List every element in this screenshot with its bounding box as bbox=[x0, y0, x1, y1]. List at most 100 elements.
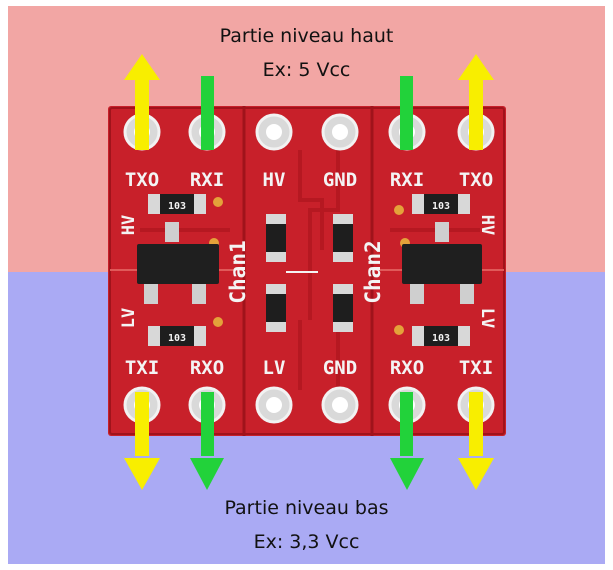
arrow-down-yellow-left bbox=[124, 392, 160, 490]
arrow-head bbox=[124, 458, 160, 490]
low-level-voltage: Ex: 3,3 Vcc bbox=[253, 531, 360, 553]
arrow-head bbox=[390, 458, 424, 490]
arrow-head bbox=[124, 54, 160, 80]
resistor-body bbox=[333, 294, 353, 322]
resistor-code: 103 bbox=[168, 333, 186, 344]
resistor-h-1: 103 bbox=[148, 194, 206, 214]
transistor-lead bbox=[460, 282, 474, 304]
pin-label-top-4: GND bbox=[323, 169, 357, 191]
side-label-hv-right: HV bbox=[477, 215, 497, 235]
transistor-lead bbox=[165, 222, 179, 242]
resistor-body bbox=[160, 194, 194, 214]
arrow-shaft bbox=[201, 392, 214, 456]
resistor-cap bbox=[333, 284, 353, 294]
top-pin-labels: TXO RXI HV GND RXI TXO bbox=[125, 169, 493, 191]
channel-label-2: Chan2 bbox=[361, 240, 385, 303]
resistor-h-3: 103 bbox=[412, 194, 470, 214]
resistor-cap bbox=[194, 194, 206, 214]
arrow-head bbox=[190, 458, 224, 490]
transistor-right bbox=[402, 222, 482, 304]
resistor-code: 103 bbox=[432, 201, 450, 212]
transistor-lead bbox=[410, 282, 424, 304]
resistor-cap bbox=[412, 326, 424, 346]
pad-hole bbox=[332, 397, 348, 413]
transistor-body bbox=[402, 244, 482, 284]
pin-label-top-3: HV bbox=[263, 169, 286, 191]
resistor-v-2 bbox=[333, 214, 353, 262]
pin-label-bottom-5: RXO bbox=[390, 357, 424, 379]
side-label-lv-right: LV bbox=[477, 308, 497, 328]
pcb-traces bbox=[140, 150, 480, 390]
resistor-cap bbox=[458, 194, 470, 214]
transistor-lead bbox=[435, 222, 449, 242]
resistor-cap bbox=[194, 326, 206, 346]
resistor-cap bbox=[458, 326, 470, 346]
arrow-up-yellow-right bbox=[458, 54, 494, 150]
pad-hole bbox=[266, 124, 282, 140]
pin-label-bottom-4: GND bbox=[323, 357, 357, 379]
resistor-cap bbox=[266, 284, 286, 294]
green-signal-top-left bbox=[201, 76, 214, 150]
resistor-cap bbox=[266, 252, 286, 262]
resistor-cap bbox=[333, 322, 353, 332]
resistor-body bbox=[333, 224, 353, 252]
resistor-cap bbox=[148, 194, 160, 214]
pin-label-bottom-1: TXI bbox=[125, 357, 159, 379]
via bbox=[213, 197, 223, 207]
arrow-up-yellow-left bbox=[124, 54, 160, 150]
side-label-lv-left: LV bbox=[119, 308, 139, 328]
arrow-head bbox=[458, 458, 494, 490]
transistor-left bbox=[137, 222, 219, 304]
resistor-body bbox=[424, 326, 458, 346]
arrow-shaft bbox=[135, 392, 149, 456]
resistor-cap bbox=[266, 322, 286, 332]
resistor-code: 103 bbox=[432, 333, 450, 344]
pin-label-bottom-2: RXO bbox=[190, 357, 224, 379]
transistor-lead bbox=[144, 282, 158, 304]
high-level-voltage: Ex: 5 Vcc bbox=[262, 59, 351, 81]
pad-hole bbox=[332, 124, 348, 140]
arrow-down-yellow-right bbox=[458, 392, 494, 490]
arrow-shaft bbox=[135, 78, 149, 150]
transistor-body bbox=[137, 244, 219, 284]
via bbox=[394, 205, 404, 215]
channel-label-1: Chan1 bbox=[226, 240, 250, 303]
resistor-body bbox=[266, 224, 286, 252]
resistor-v-1 bbox=[266, 214, 286, 262]
pin-label-bottom-3: LV bbox=[263, 357, 286, 379]
resistor-h-2: 103 bbox=[148, 326, 206, 346]
via bbox=[394, 325, 404, 335]
arrow-shaft bbox=[469, 78, 483, 150]
high-level-title: Partie niveau haut bbox=[219, 25, 394, 47]
arrow-down-green-left bbox=[190, 392, 224, 490]
via bbox=[213, 317, 223, 327]
resistor-h-4: 103 bbox=[412, 326, 470, 346]
resistor-v-4 bbox=[333, 284, 353, 332]
resistor-cap bbox=[412, 194, 424, 214]
resistor-body bbox=[160, 326, 194, 346]
low-level-title: Partie niveau bas bbox=[224, 497, 389, 519]
pin-label-top-2: RXI bbox=[190, 169, 224, 191]
arrow-head bbox=[458, 54, 494, 80]
arrow-shaft bbox=[400, 392, 413, 456]
resistor-cap bbox=[333, 252, 353, 262]
arrow-down-green-right bbox=[390, 392, 424, 490]
pin-label-top-1: TXO bbox=[125, 169, 159, 191]
pin-label-top-5: RXI bbox=[390, 169, 424, 191]
resistor-cap bbox=[266, 214, 286, 224]
pad-hole bbox=[266, 397, 282, 413]
resistor-code: 103 bbox=[168, 201, 186, 212]
resistor-body bbox=[424, 194, 458, 214]
arrow-shaft bbox=[469, 392, 483, 456]
resistor-body bbox=[266, 294, 286, 322]
side-label-hv-left: HV bbox=[119, 215, 139, 235]
pin-label-top-6: TXO bbox=[459, 169, 493, 191]
pin-label-bottom-6: TXI bbox=[459, 357, 493, 379]
transistor-lead bbox=[192, 282, 206, 304]
resistor-cap bbox=[333, 214, 353, 224]
green-signal-top-right bbox=[400, 76, 413, 150]
bottom-pin-labels: TXI RXO LV GND RXO TXI bbox=[125, 357, 493, 379]
resistor-cap bbox=[148, 326, 160, 346]
